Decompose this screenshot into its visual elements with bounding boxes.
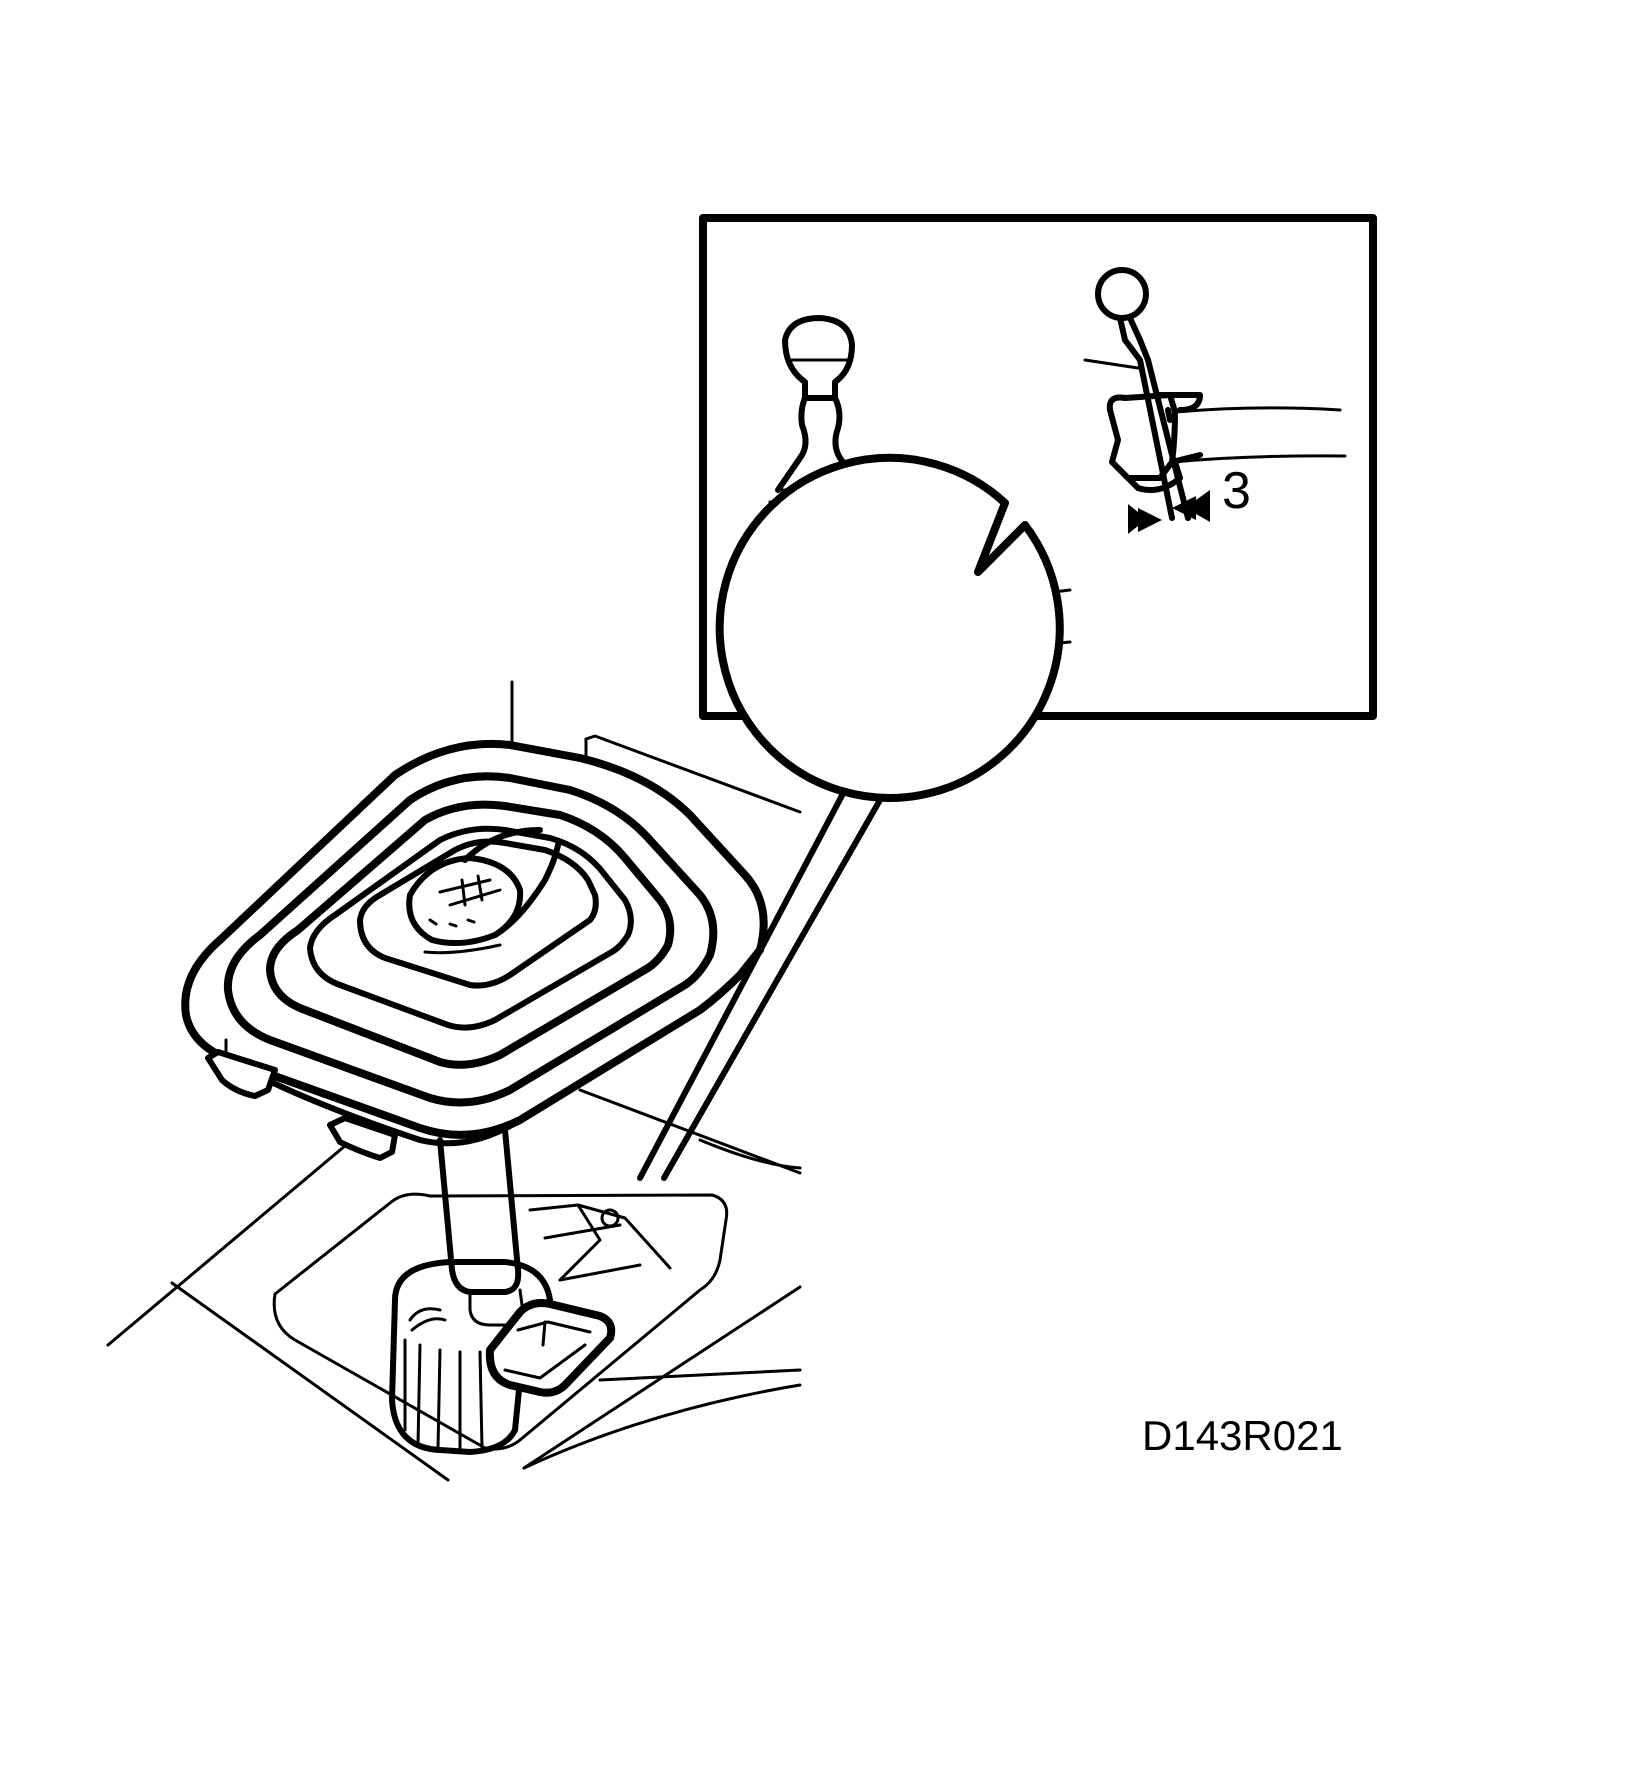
cable-detail (1083, 267, 1347, 521)
arrow-right-icon (1128, 504, 1162, 534)
figure-code: D143R021 (1142, 1412, 1343, 1459)
linkage-bracket (528, 1203, 672, 1282)
console-floor (106, 734, 802, 1482)
magnifier-circle (715, 453, 1064, 802)
retaining-clip (485, 1299, 616, 1397)
callout-label-3: 3 (1222, 462, 1251, 520)
inset-detail-box: 3 (699, 214, 1377, 802)
arrow-left-icon (1172, 490, 1210, 522)
shift-shaft (437, 1127, 524, 1327)
shift-base-housing (389, 1259, 553, 1455)
gear-knob (406, 827, 561, 955)
boot-tabs (205, 1049, 398, 1161)
